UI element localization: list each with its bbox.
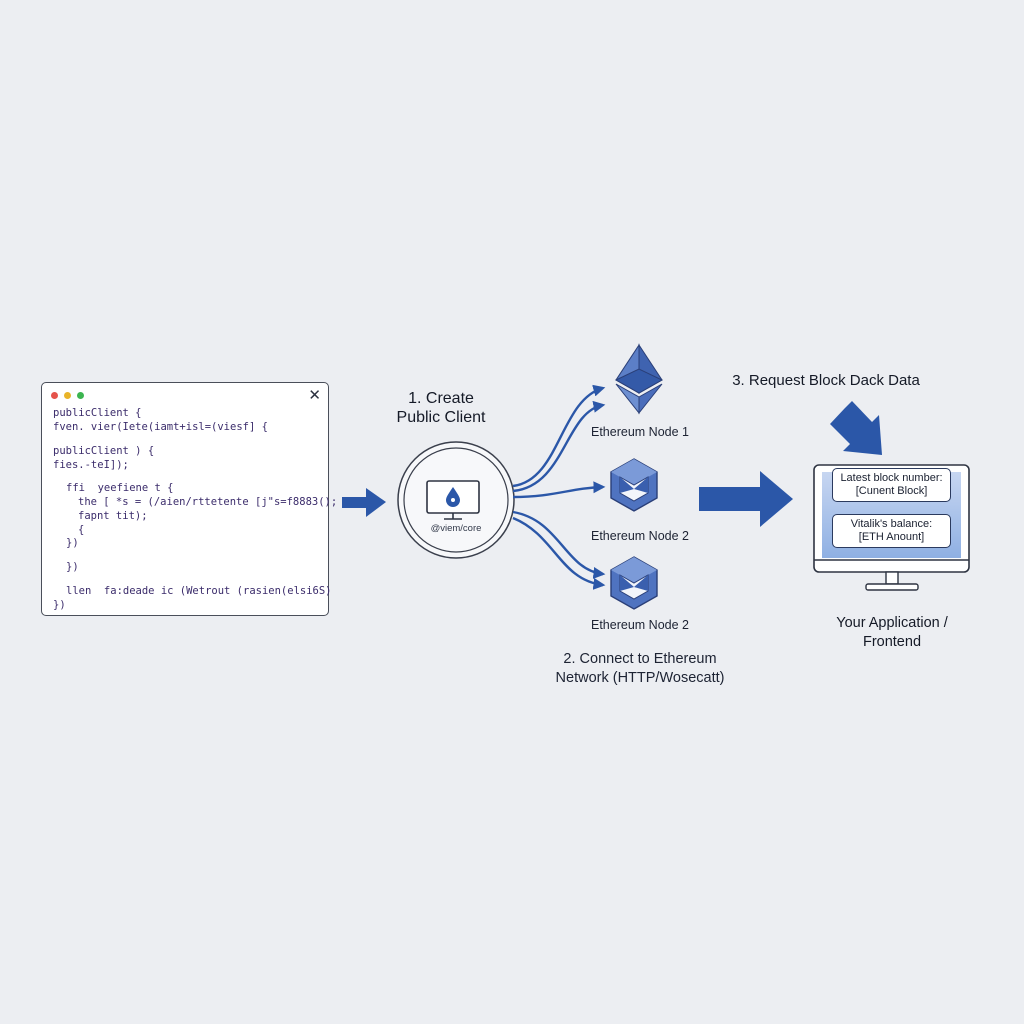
minimize-dot-icon[interactable]	[64, 392, 71, 399]
window-titlebar: ✕	[42, 383, 328, 407]
code-line: })	[66, 561, 79, 573]
code-line: ffi yeefiene t {	[66, 482, 174, 494]
code-line: })	[53, 599, 66, 611]
step2-caption: 2. Connect to Ethereum Network (HTTP/Wos…	[555, 651, 725, 686]
connection-arrows	[512, 384, 606, 590]
code-line: fapnt tit);	[78, 510, 148, 522]
request-arrow	[830, 401, 882, 455]
public-client-node	[397, 441, 515, 559]
code-line: publicClient ) {	[53, 445, 155, 457]
code-line: the [ *s = (/aien/rttetente [j"s=f8883()…	[78, 496, 338, 508]
code-line: publicClient {	[53, 407, 142, 419]
arrow-code-to-client	[342, 488, 386, 517]
step3-title: 3. Request Block Dack Data	[732, 372, 920, 389]
code-line: fven. vier(Iete(iamt+isl=(viesf] {	[53, 421, 268, 433]
bubble-line: [ETH Anount]	[858, 531, 925, 543]
code-line: })	[66, 537, 79, 549]
node-label: Ethereum Node 2	[591, 529, 689, 543]
arrow-to-application	[699, 471, 793, 527]
monitor-icon	[426, 480, 480, 520]
client-package-label: @viem/core	[430, 523, 482, 534]
code-line: fies.-teI]);	[53, 459, 129, 471]
close-icon[interactable]: ✕	[308, 386, 321, 404]
bubble-line: [Cunent Block]	[855, 485, 928, 497]
code-editor-window: ✕ publicClient { fven. vier(Iete(iamt+is…	[41, 382, 337, 616]
bubble-line: Latest block number:	[840, 472, 943, 484]
code-line: {	[78, 524, 85, 536]
hexagon-node-icon	[610, 556, 658, 610]
ethereum-diamond-icon	[614, 343, 664, 415]
node-label: Ethereum Node 2	[591, 618, 689, 632]
step1-title: 1. Create Public Client	[396, 390, 486, 426]
maximize-dot-icon[interactable]	[77, 392, 84, 399]
block-number-bubble: Latest block number: [Cunent Block]	[832, 468, 951, 502]
node-label: Ethereum Node 1	[591, 425, 689, 439]
balance-bubble: Vitalik's balance: [ETH Anount]	[832, 514, 951, 548]
application-caption: Your Application / Frontend	[836, 615, 948, 650]
close-dot-icon[interactable]	[51, 392, 58, 399]
code-line: llen fa:deade ic (Wetrout (rasien(elsi6S…	[66, 585, 332, 597]
hexagon-node-icon	[610, 458, 658, 512]
bubble-line: Vitalik's balance:	[850, 518, 933, 530]
